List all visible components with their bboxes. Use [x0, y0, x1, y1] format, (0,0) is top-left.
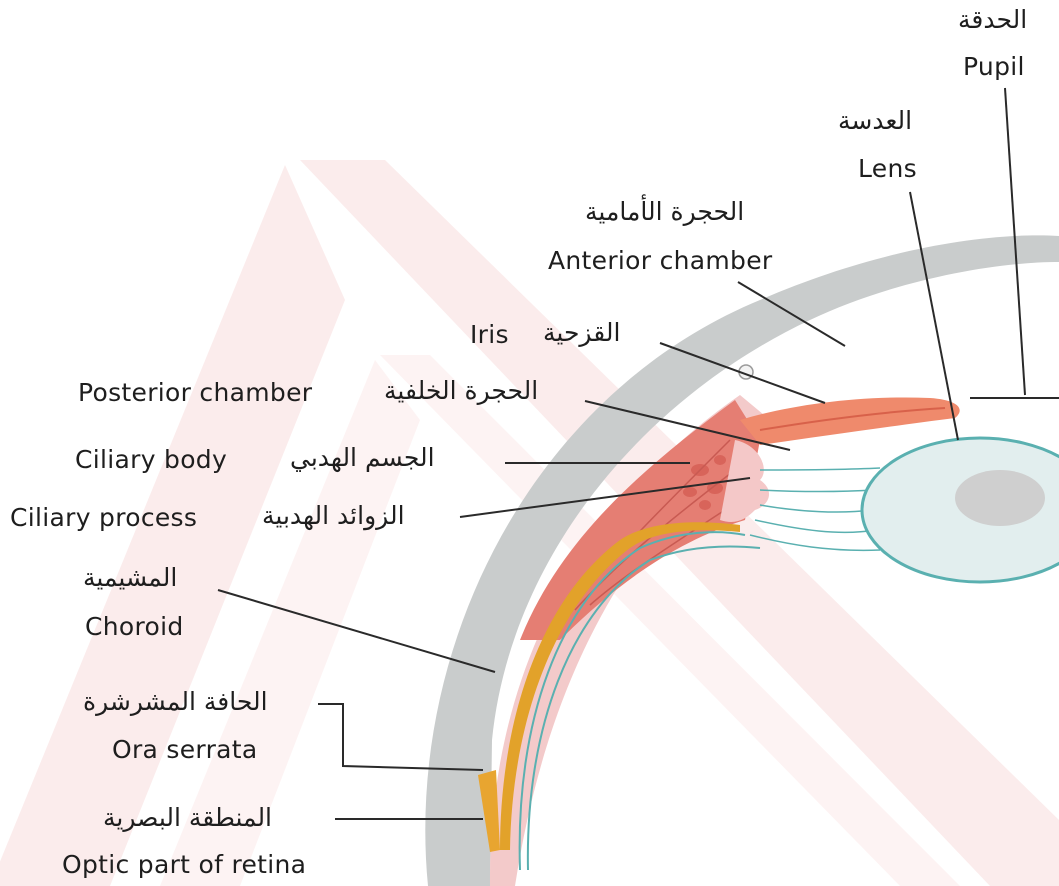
label-ciliary-process-ar: الزوائد الهدبية	[262, 501, 405, 531]
label-lens-ar: العدسة	[838, 106, 912, 136]
label-choroid-ar: المشيمية	[83, 563, 177, 593]
label-choroid-en: Choroid	[85, 612, 184, 642]
label-ora-serrata-ar: الحافة المشرشرة	[83, 687, 268, 717]
label-anterior-chamber-ar: الحجرة الأمامية	[585, 197, 744, 227]
lens-nucleus	[955, 470, 1045, 526]
iris	[740, 397, 960, 445]
label-optic-part-en: Optic part of retina	[62, 850, 306, 880]
label-optic-part-ar: المنطقة البصرية	[103, 803, 272, 833]
label-ora-serrata-en: Ora serrata	[112, 735, 258, 765]
label-pupil-en: Pupil	[963, 52, 1025, 82]
label-ciliary-process-en: Ciliary process	[10, 503, 197, 533]
label-anterior-chamber-en: Anterior chamber	[548, 246, 772, 276]
label-lens-en: Lens	[858, 154, 917, 184]
label-iris-ar: القزحية	[543, 318, 620, 348]
label-ciliary-body-ar: الجسم الهدبي	[290, 443, 435, 473]
label-posterior-chamber-ar: الحجرة الخلفية	[384, 376, 538, 406]
label-pupil-ar: الحدقة	[958, 5, 1027, 35]
label-iris-en: Iris	[470, 320, 509, 350]
label-ciliary-body-en: Ciliary body	[75, 445, 227, 475]
label-posterior-chamber-en: Posterior chamber	[78, 378, 312, 408]
